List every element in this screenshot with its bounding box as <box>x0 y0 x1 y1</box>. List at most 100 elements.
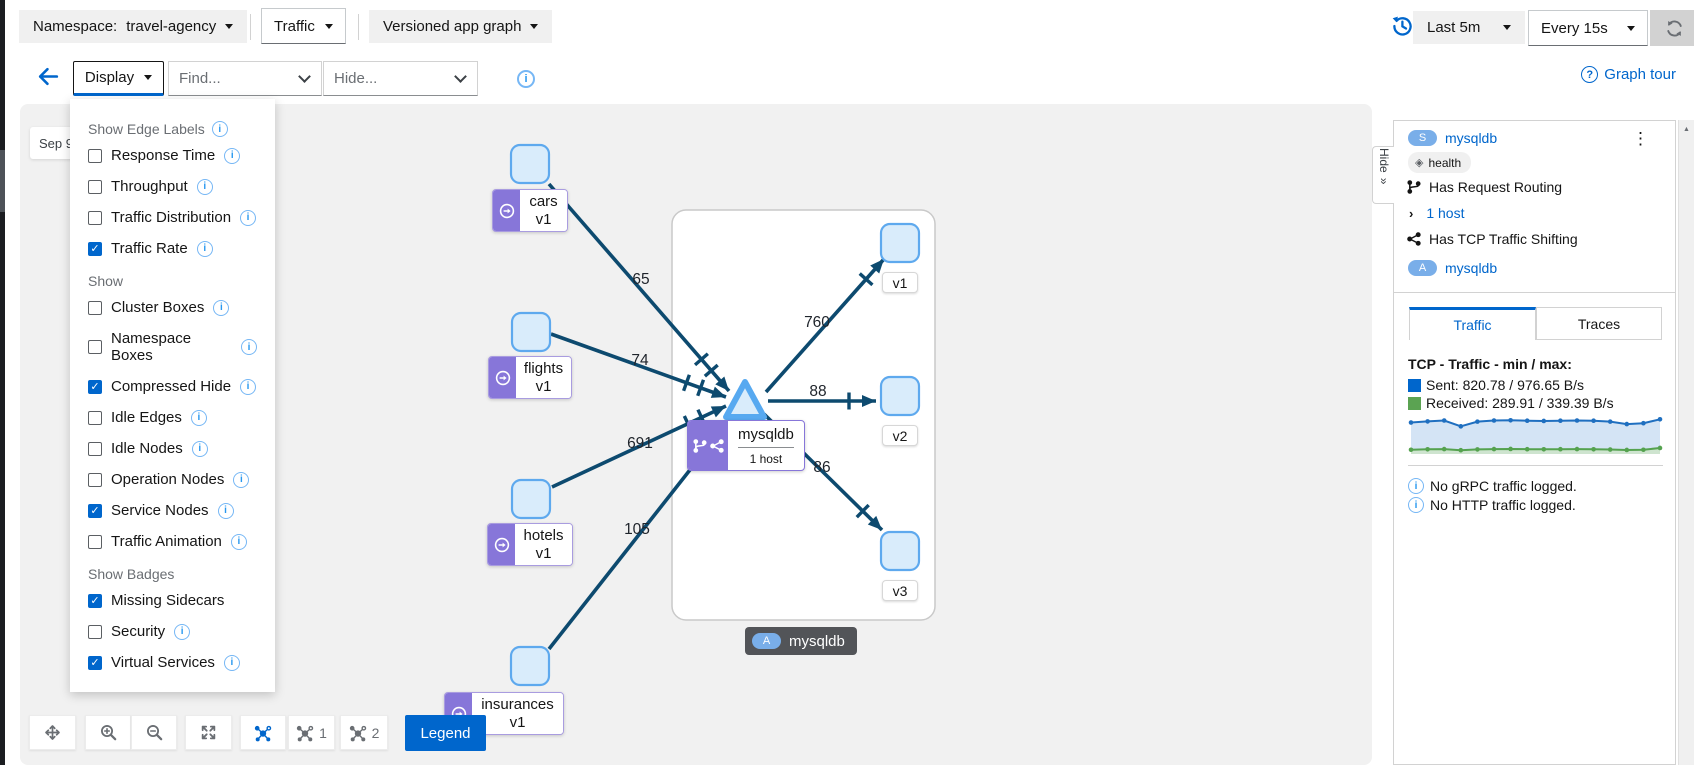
info-icon[interactable]: i <box>191 440 208 457</box>
checkbox-checked[interactable]: ✓ <box>88 379 102 394</box>
info-icon[interactable]: i <box>240 209 257 226</box>
checkbox-unchecked[interactable] <box>88 472 102 487</box>
hide-input[interactable] <box>324 70 452 87</box>
hide-control[interactable] <box>323 61 478 96</box>
display-option-missing-sidecars[interactable]: ✓Missing Sidecars <box>70 585 275 616</box>
info-icon[interactable]: i <box>224 147 241 164</box>
graph-node-label-v2[interactable]: v2 <box>882 425 918 446</box>
zoom-out-button[interactable] <box>131 715 177 750</box>
graph-node-mysqldb-service[interactable] <box>723 379 767 420</box>
graph-type-select[interactable]: Versioned app graph <box>369 10 553 43</box>
graph-node-mysqldb-v3[interactable] <box>879 530 921 572</box>
layout-1-button[interactable]: 1 <box>288 715 335 750</box>
chevron-down-icon[interactable] <box>454 70 467 83</box>
checkbox-unchecked[interactable] <box>88 441 102 456</box>
graph-edge[interactable] <box>550 332 727 399</box>
find-input[interactable] <box>169 70 296 87</box>
health-chip[interactable]: ◈ health <box>1408 152 1472 173</box>
graph-tour-link[interactable]: ? Graph tour <box>1581 66 1676 83</box>
graph-node-flights[interactable] <box>510 311 552 353</box>
info-icon[interactable]: i <box>196 240 213 257</box>
checkbox-unchecked[interactable] <box>88 410 102 425</box>
checkbox-unchecked[interactable] <box>88 624 102 639</box>
graph-traffic-select[interactable]: Traffic <box>261 8 346 44</box>
legend-button[interactable]: Legend <box>405 715 486 751</box>
find-hide-info-icon[interactable]: i <box>517 70 535 88</box>
info-icon[interactable]: i <box>240 378 257 395</box>
hosts-link[interactable]: 1 host <box>1426 205 1465 221</box>
display-dropdown-button[interactable]: Display <box>73 61 164 96</box>
fit-to-screen-button[interactable] <box>185 715 232 750</box>
refresh-button[interactable] <box>1650 10 1694 46</box>
graph-node-label-v1[interactable]: v1 <box>882 272 918 293</box>
zoom-in-button[interactable] <box>85 715 131 750</box>
graph-node-hotels[interactable] <box>510 478 552 520</box>
graph-node-cars[interactable] <box>509 143 551 185</box>
graph-edge[interactable] <box>547 182 731 393</box>
find-control[interactable] <box>168 61 322 96</box>
checkbox-unchecked[interactable] <box>88 300 102 315</box>
pan-button[interactable] <box>29 715 76 750</box>
graph-node-mysqldb-v2[interactable] <box>879 375 921 417</box>
info-icon[interactable]: i <box>223 654 240 671</box>
checkbox-unchecked[interactable] <box>88 179 102 194</box>
refresh-interval-select[interactable]: Every 15s <box>1528 10 1648 46</box>
graph-edge[interactable] <box>551 404 727 489</box>
graph-node-label-v3[interactable]: v3 <box>882 580 918 601</box>
checkbox-unchecked[interactable] <box>88 534 102 549</box>
hosts-row[interactable]: › 1 host <box>1409 205 1464 221</box>
checkbox-checked[interactable]: ✓ <box>88 503 102 518</box>
checkbox-checked[interactable]: ✓ <box>88 241 102 256</box>
info-icon[interactable]: i <box>233 471 250 488</box>
layout-2-button[interactable]: 2 <box>340 715 388 750</box>
panel-collapse-tab[interactable]: Hide » <box>1372 146 1394 204</box>
info-icon[interactable]: i <box>211 121 228 137</box>
checkbox-checked[interactable]: ✓ <box>88 655 102 670</box>
tab-traces[interactable]: Traces <box>1536 307 1662 340</box>
kebab-menu[interactable]: ⋮ <box>1632 129 1649 148</box>
info-icon[interactable]: i <box>213 299 230 316</box>
namespace-select[interactable]: Namespace: travel-agency <box>19 10 248 43</box>
info-icon[interactable]: i <box>196 178 213 195</box>
tab-traffic[interactable]: Traffic <box>1409 307 1536 340</box>
checkbox-checked[interactable]: ✓ <box>88 593 102 608</box>
info-icon[interactable]: i <box>190 409 207 426</box>
app-name-link[interactable]: mysqldb <box>1445 260 1498 276</box>
graph-node-mysqldb-v1[interactable] <box>879 222 921 264</box>
info-icon[interactable]: i <box>174 623 191 640</box>
duration-select[interactable]: Last 5m <box>1413 11 1525 44</box>
chevron-right-icon[interactable]: › <box>1409 205 1414 221</box>
checkbox-unchecked[interactable] <box>88 148 102 163</box>
info-icon[interactable]: i <box>241 339 257 355</box>
graph-node-insurances[interactable] <box>509 645 551 687</box>
service-name-link[interactable]: mysqldb <box>1445 130 1498 146</box>
info-icon[interactable]: i <box>230 533 247 550</box>
page-scrollbar[interactable]: ▲ <box>1678 120 1694 765</box>
chevron-down-icon[interactable] <box>298 70 311 83</box>
time-range-history-button[interactable] <box>1390 14 1414 38</box>
back-button[interactable] <box>36 64 61 89</box>
checkbox-unchecked[interactable] <box>88 340 102 354</box>
graph-edge[interactable] <box>764 257 886 394</box>
checkbox-unchecked[interactable] <box>88 210 102 225</box>
layout-default-button[interactable] <box>240 715 286 750</box>
